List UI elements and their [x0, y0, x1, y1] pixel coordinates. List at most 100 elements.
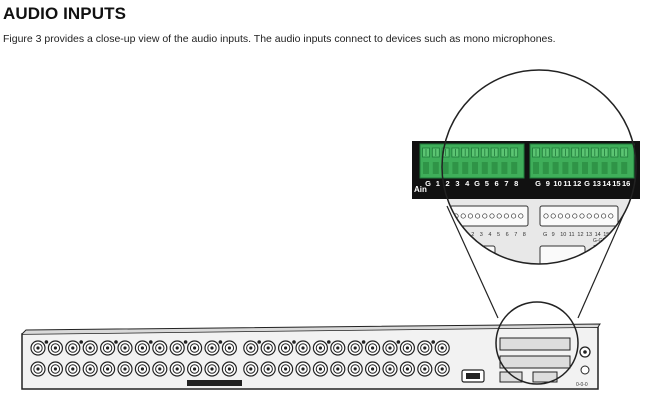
- pin-label: 1: [436, 179, 440, 188]
- lower-pin-label: 14: [595, 232, 601, 238]
- bnc-connectors-top: [30, 340, 450, 356]
- bnc-connector: [79, 340, 98, 356]
- pin-label: 3: [455, 179, 459, 188]
- bnc-connector: [169, 340, 185, 356]
- bnc-connector: [44, 340, 64, 356]
- bnc-connector: [295, 361, 311, 377]
- pin-label: 7: [504, 179, 508, 188]
- wire-slot: [552, 162, 559, 174]
- lower-pin-label: 11: [569, 232, 575, 238]
- bnc-connector: [134, 340, 150, 356]
- pin-label: 15: [612, 179, 620, 188]
- wire-slot: [452, 162, 459, 174]
- pin-label: 13: [593, 179, 601, 188]
- lower-pin-label: 7: [514, 232, 517, 238]
- figure-description: Figure 3 provides a close-up view of the…: [3, 33, 556, 45]
- magnifier-small: [495, 301, 579, 385]
- pin-label: 16: [622, 179, 630, 188]
- pin-label: 10: [553, 179, 561, 188]
- lower-pin-label: 8: [523, 232, 526, 238]
- lower-block-2: [539, 205, 619, 227]
- bnc-connector: [417, 361, 433, 377]
- bnc-connector: [278, 361, 294, 377]
- wire-slot: [501, 162, 508, 174]
- lower-pin-label: 1: [463, 232, 466, 238]
- pin-label: 5: [485, 179, 489, 188]
- bnc-connector: [204, 340, 220, 356]
- lower-pin-label: 2: [471, 232, 474, 238]
- section-heading: AUDIO INPUTS: [3, 4, 127, 23]
- pin-label: 12: [573, 179, 581, 188]
- bnc-connector: [99, 361, 116, 377]
- rear-panel: 0-0-0: [21, 323, 601, 390]
- wire-slot: [432, 162, 439, 174]
- bnc-connector: [361, 340, 381, 356]
- bnc-connector: [117, 361, 133, 377]
- lower-pin-label: 9: [552, 232, 555, 238]
- bnc-connector: [30, 340, 46, 356]
- pin-label: 11: [563, 179, 571, 188]
- wire-slot: [542, 162, 549, 174]
- ain-label: Ain: [414, 185, 427, 194]
- bnc-connector: [183, 340, 203, 356]
- bnc-connector: [365, 361, 381, 377]
- bnc-connector: [218, 340, 237, 356]
- magnifier-large: [441, 69, 637, 265]
- bnc-connector: [257, 340, 276, 356]
- pin-label: G: [425, 179, 431, 188]
- zoom-line-left: [446, 205, 499, 319]
- bnc-connector: [243, 340, 259, 356]
- pin-label: 8: [514, 179, 518, 188]
- lower-pin-label: 6: [506, 232, 509, 238]
- bnc-connector: [65, 340, 81, 356]
- bnc-connector: [243, 361, 259, 377]
- wire-slot: [423, 162, 429, 174]
- pin-label: 9: [546, 179, 550, 188]
- bnc-connector: [260, 361, 276, 377]
- lower-pin-label: 5: [497, 232, 500, 238]
- wire-slot: [621, 162, 628, 174]
- bnc-connector: [187, 361, 203, 377]
- bnc-connectors-bottom: [30, 361, 450, 377]
- bnc-connector: [327, 340, 346, 356]
- bnc-connector: [382, 340, 398, 356]
- lower-pin-label: 13: [586, 232, 592, 238]
- bnc-connector: [149, 340, 168, 356]
- bnc-connector: [431, 340, 450, 356]
- bnc-connector: [278, 340, 294, 356]
- bnc-connector: [99, 340, 116, 356]
- bnc-connector: [399, 361, 415, 377]
- lower-pin-label: 12: [577, 232, 583, 238]
- wire-slot: [481, 162, 488, 174]
- bnc-connector: [152, 361, 168, 377]
- small-terminal-block-2: [499, 355, 571, 369]
- bnc-connector: [65, 361, 81, 377]
- side-label-3: T-: [593, 252, 598, 258]
- bnc-connector: [30, 361, 46, 377]
- wire-slot: [572, 162, 579, 174]
- model-label-plate: [187, 380, 242, 386]
- bnc-connector: [82, 361, 98, 377]
- wire-slot: [601, 162, 608, 174]
- bnc-connector: [134, 361, 150, 377]
- lower-pin-label: 3: [480, 232, 483, 238]
- bnc-connector: [382, 361, 398, 377]
- bnc-connector: [347, 361, 363, 377]
- wire-slot: [611, 162, 618, 174]
- bnc-connector: [312, 340, 328, 356]
- bnc-connector: [292, 340, 311, 356]
- pin-label: G: [474, 179, 480, 188]
- svg-text:0-0-0: 0-0-0: [576, 382, 588, 388]
- bnc-connector: [396, 340, 415, 356]
- pin-label: 14: [602, 179, 611, 188]
- bnc-connector: [221, 361, 237, 377]
- wire-slot: [442, 162, 449, 174]
- wire-slot: [491, 162, 498, 174]
- wire-slot: [533, 162, 539, 174]
- bnc-connector: [312, 361, 328, 377]
- pin-label: G: [535, 179, 541, 188]
- pin-label: 2: [446, 179, 450, 188]
- wire-slot: [472, 162, 478, 174]
- pin-label: G: [584, 179, 590, 188]
- bnc-connector: [417, 340, 433, 356]
